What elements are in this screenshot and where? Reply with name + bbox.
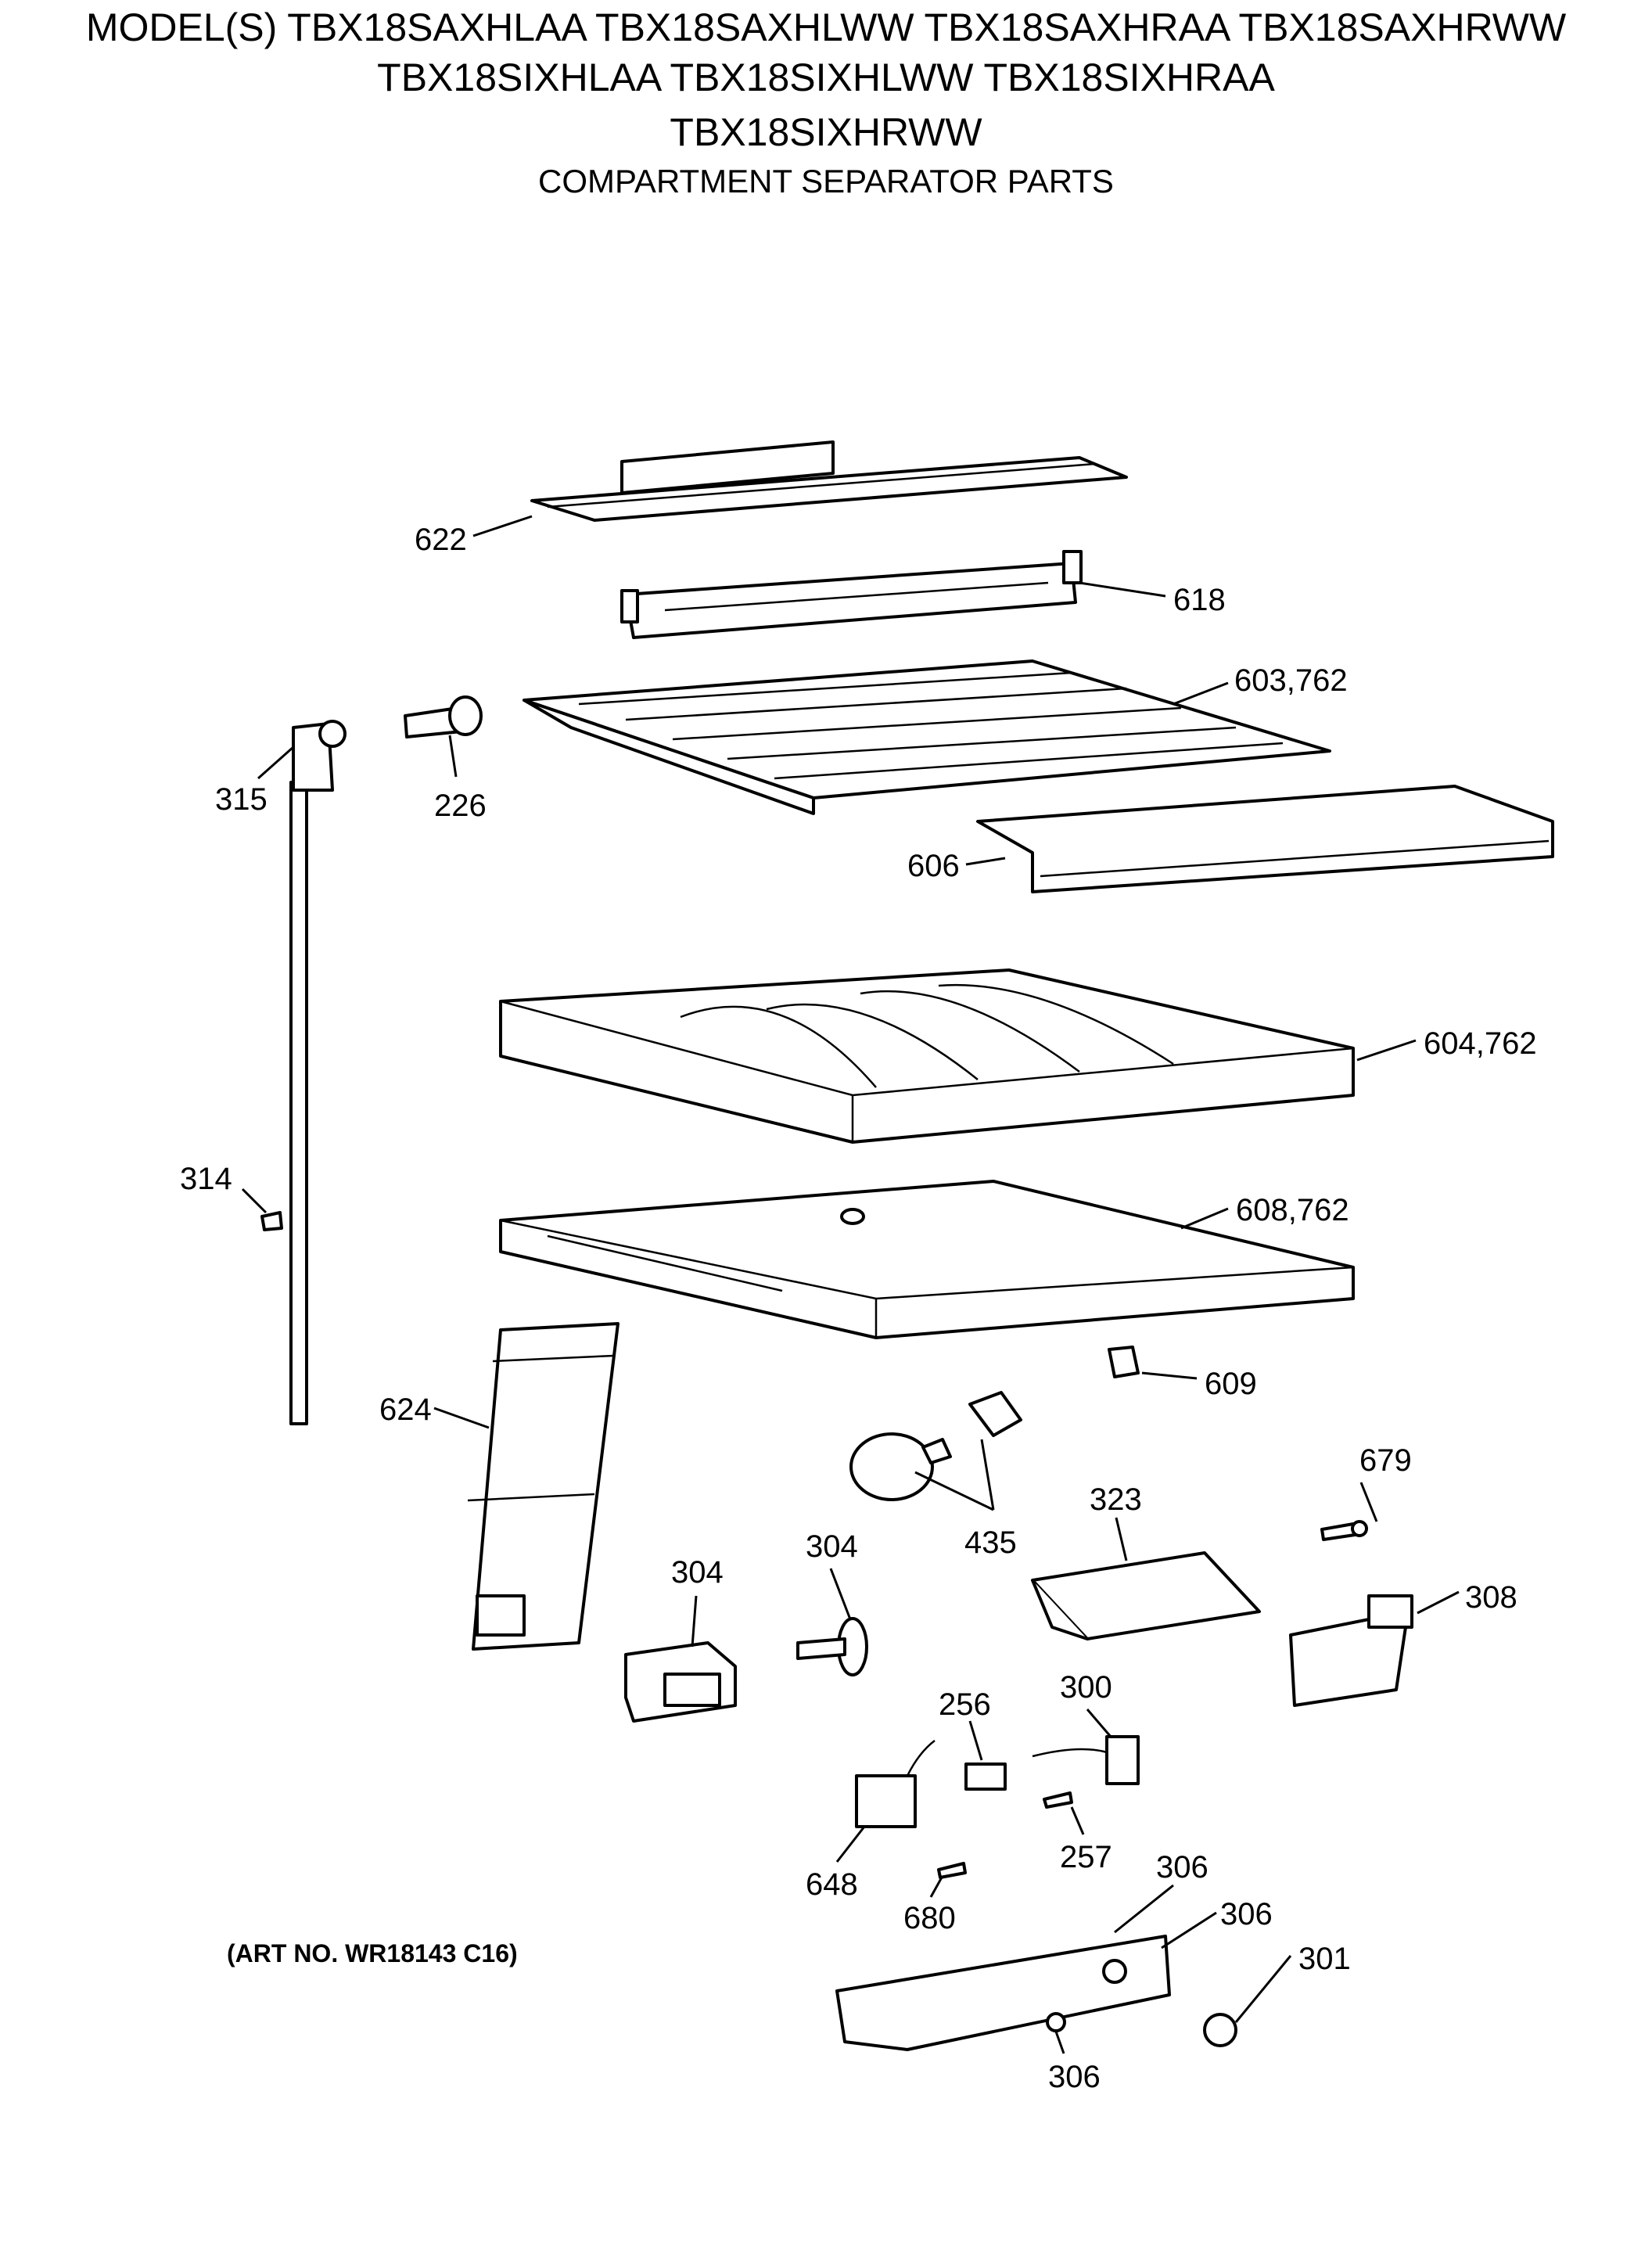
callout-606: 606 <box>907 849 960 883</box>
callout-300: 300 <box>1060 1670 1112 1705</box>
callout-609: 609 <box>1205 1367 1257 1401</box>
part-648-timer <box>855 1740 936 1828</box>
callout-622: 622 <box>415 523 467 557</box>
part-608-separator <box>499 1180 1355 1339</box>
part-680-screw <box>937 1862 967 1879</box>
part-304-housing <box>624 1641 737 1723</box>
part-300-switch <box>1032 1735 1140 1785</box>
callout-labels: 622 618 603,762 315 226 606 604,762 314 … <box>180 523 1537 2094</box>
art-number: (ART NO. WR18143 C16) <box>227 1939 518 1967</box>
part-301-knob <box>1203 2013 1237 2047</box>
callout-315: 315 <box>215 782 268 817</box>
leader-lines <box>241 515 1460 2054</box>
callout-603-762: 603,762 <box>1234 663 1348 698</box>
part-435-bulb <box>849 1391 1022 1501</box>
callout-680: 680 <box>903 1901 956 1935</box>
callout-226: 226 <box>434 789 487 823</box>
callout-679: 679 <box>1359 1443 1412 1478</box>
callout-306-bottom: 306 <box>1048 2060 1101 2094</box>
part-315-rod <box>289 720 347 1425</box>
part-609-clip <box>1108 1346 1140 1378</box>
callout-648: 648 <box>806 1867 858 1902</box>
part-679-screw <box>1320 1520 1368 1541</box>
callout-304-housing: 304 <box>671 1555 724 1590</box>
callout-624: 624 <box>379 1392 432 1427</box>
part-226-socket <box>404 695 483 738</box>
part-618-shield <box>620 550 1083 639</box>
part-323-bracket <box>1031 1551 1261 1640</box>
callout-618: 618 <box>1173 583 1226 617</box>
models-line-2: TBX18SIXHLAA TBX18SIXHLWW TBX18SIXHRAA <box>377 56 1275 99</box>
callout-257: 257 <box>1060 1840 1112 1874</box>
callout-308: 308 <box>1465 1580 1517 1615</box>
part-624-panel <box>467 1322 620 1651</box>
section-title: COMPARTMENT SEPARATOR PARTS <box>538 163 1114 199</box>
part-606-face <box>976 785 1554 893</box>
callout-314: 314 <box>180 1162 232 1196</box>
callout-435: 435 <box>964 1525 1017 1560</box>
part-603-shelf <box>523 659 1331 815</box>
part-256-switch <box>964 1763 1007 1791</box>
part-304-knob <box>796 1617 868 1676</box>
callout-304-knob: 304 <box>806 1529 858 1564</box>
callout-301: 301 <box>1298 1942 1351 1976</box>
callout-256: 256 <box>939 1687 991 1722</box>
part-257-screw <box>1043 1791 1073 1809</box>
part-306-housing <box>835 1935 1171 2051</box>
callout-306-right: 306 <box>1220 1897 1273 1931</box>
callout-323: 323 <box>1090 1482 1142 1517</box>
part-314-clip <box>260 1211 283 1231</box>
callout-608-762: 608,762 <box>1236 1193 1349 1227</box>
part-308-plate <box>1289 1594 1413 1707</box>
part-604-separator <box>499 968 1355 1144</box>
part-622-cover <box>530 440 1128 522</box>
callout-604-762: 604,762 <box>1424 1026 1537 1061</box>
models-line-3: TBX18SIXHRWW <box>670 110 982 154</box>
callout-306-top: 306 <box>1156 1850 1208 1885</box>
models-line-1: MODEL(S) TBX18SAXHLAA TBX18SAXHLWW TBX18… <box>85 5 1567 49</box>
